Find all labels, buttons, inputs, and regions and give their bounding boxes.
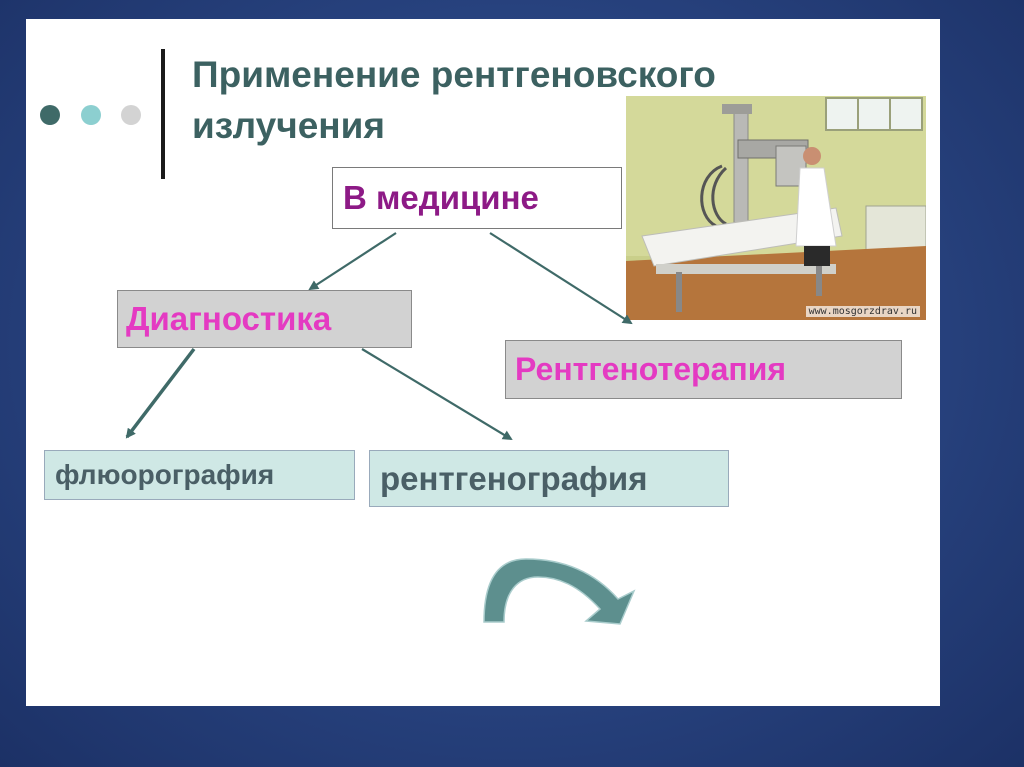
node-diagnostics: Диагностика xyxy=(117,290,412,348)
node-radiotherapy: Рентгенотерапия xyxy=(505,340,902,399)
photo-caption: www.mosgorzdrav.ru xyxy=(805,306,920,317)
node-medicine-label: В медицине xyxy=(343,179,539,216)
slide-title-line2: излучения xyxy=(192,105,385,146)
slide-title-line1: Применение рентгеновского xyxy=(192,54,716,95)
curved-arrow-icon xyxy=(483,558,636,625)
arrow-root-to-therapy xyxy=(489,232,633,325)
node-radiography: рентгенография xyxy=(369,450,729,507)
decor-dot-light xyxy=(81,105,101,125)
xray-room-photo: www.mosgorzdrav.ru xyxy=(626,96,926,320)
node-radiotherapy-label: Рентгенотерапия xyxy=(515,351,787,387)
arrow-diagnostics-to-fluorography xyxy=(125,347,196,439)
node-fluorography: флюорография xyxy=(44,450,355,500)
arrow-root-to-diagnostics xyxy=(308,232,397,291)
slide: Применение рентгеновского излучения xyxy=(26,19,940,706)
decor-dot-gray xyxy=(121,105,141,125)
node-radiography-label: рентгенография xyxy=(380,459,648,497)
node-fluorography-label: флюорография xyxy=(55,459,275,490)
slide-title: Применение рентгеновского излучения xyxy=(192,49,716,151)
decor-dot-dark xyxy=(40,105,60,125)
xray-room-illustration xyxy=(626,96,926,320)
arrow-diagnostics-to-radiography xyxy=(361,348,513,441)
title-divider xyxy=(161,49,165,179)
node-diagnostics-label: Диагностика xyxy=(126,300,332,337)
diagram-arrows xyxy=(125,232,636,625)
node-medicine: В медицине xyxy=(332,167,622,229)
